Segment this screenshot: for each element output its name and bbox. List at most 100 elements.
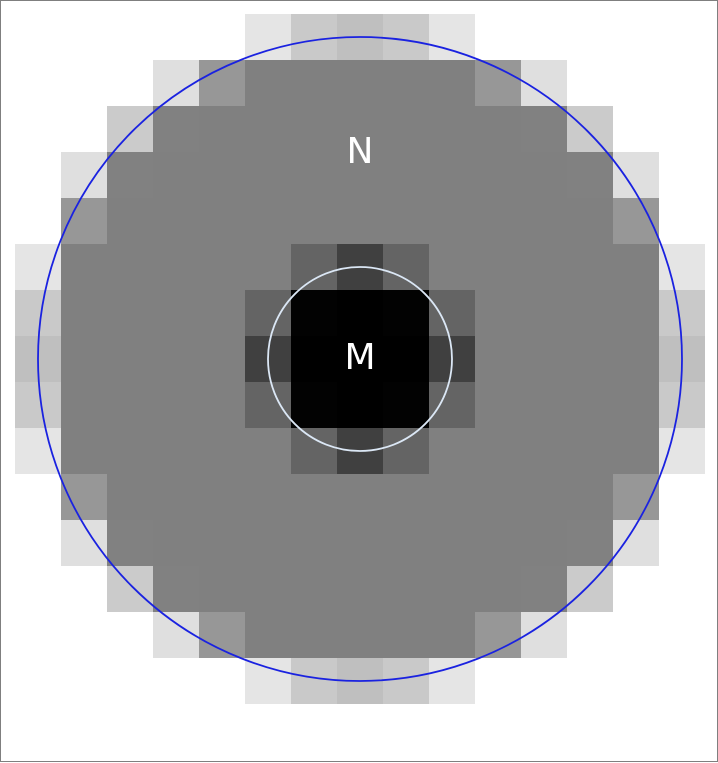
- pixel-cell: [245, 474, 291, 520]
- pixel-cell: [613, 290, 659, 336]
- pixel-cell: [475, 106, 521, 152]
- pixel-cell: [291, 244, 337, 290]
- pixel-cell: [475, 336, 521, 382]
- pixel-cell: [199, 198, 245, 244]
- pixel-cell: [291, 106, 337, 152]
- pixel-cell: [567, 566, 613, 612]
- pixel-cell: [567, 106, 613, 152]
- pixel-cell: [383, 658, 429, 704]
- pixel-cell: [521, 198, 567, 244]
- pixel-cell: [613, 152, 659, 198]
- pixel-cell: [613, 428, 659, 474]
- pixel-cell: [429, 290, 475, 336]
- pixel-cell: [199, 336, 245, 382]
- pixel-cell: [153, 382, 199, 428]
- pixel-cell: [153, 244, 199, 290]
- pixel-cell: [337, 290, 383, 336]
- pixel-cell: [107, 198, 153, 244]
- pixel-cell: [429, 382, 475, 428]
- pixel-cell: [199, 60, 245, 106]
- pixel-cell: [245, 290, 291, 336]
- pixel-cell: [383, 60, 429, 106]
- pixel-cell: [383, 382, 429, 428]
- pixel-cell: [153, 520, 199, 566]
- pixel-cell: [521, 106, 567, 152]
- pixel-cell: [383, 290, 429, 336]
- pixel-cell: [337, 106, 383, 152]
- pixel-cell: [383, 198, 429, 244]
- pixel-cell: [521, 520, 567, 566]
- pixel-cell: [153, 152, 199, 198]
- pixel-cell: [521, 474, 567, 520]
- pixel-cell: [291, 14, 337, 60]
- pixel-cell: [245, 152, 291, 198]
- pixel-cell: [521, 290, 567, 336]
- pixel-cell: [521, 336, 567, 382]
- pixel-cell: [245, 428, 291, 474]
- pixel-cell: [153, 612, 199, 658]
- pixel-cell: [153, 474, 199, 520]
- pixel-cell: [567, 198, 613, 244]
- pixel-cell: [429, 520, 475, 566]
- pixel-cell: [61, 382, 107, 428]
- pixel-cell: [613, 474, 659, 520]
- pixel-cell: [659, 382, 705, 428]
- pixel-cell: [153, 336, 199, 382]
- pixel-cell: [199, 428, 245, 474]
- pixel-cell: [429, 244, 475, 290]
- pixel-cell: [567, 244, 613, 290]
- pixel-cell: [475, 612, 521, 658]
- pixel-cell: [61, 428, 107, 474]
- pixel-cell: [475, 566, 521, 612]
- pixel-cell: [245, 244, 291, 290]
- pixel-cell: [567, 428, 613, 474]
- outer-circle: [37, 36, 683, 682]
- pixel-cell: [61, 520, 107, 566]
- pixel-cell: [429, 14, 475, 60]
- pixel-cell: [567, 290, 613, 336]
- pixel-cell: [475, 60, 521, 106]
- pixel-cell: [291, 658, 337, 704]
- pixel-cell: [245, 14, 291, 60]
- pixel-cell: [475, 520, 521, 566]
- pixel-cell: [337, 198, 383, 244]
- pixel-cell: [567, 336, 613, 382]
- pixel-cell: [475, 474, 521, 520]
- pixel-cell: [107, 428, 153, 474]
- pixel-cell: [107, 474, 153, 520]
- pixel-cell: [337, 612, 383, 658]
- pixel-cell: [429, 612, 475, 658]
- pixel-cell: [245, 566, 291, 612]
- pixel-cell: [383, 566, 429, 612]
- pixel-cell: [245, 60, 291, 106]
- pixel-cell: [291, 290, 337, 336]
- pixel-cell: [521, 612, 567, 658]
- pixel-cell: [199, 290, 245, 336]
- region-label-n: N: [346, 131, 374, 172]
- pixel-cell: [337, 382, 383, 428]
- pixel-cell: [291, 152, 337, 198]
- pixel-cell: [61, 244, 107, 290]
- pixel-cell: [61, 336, 107, 382]
- pixel-cell: [291, 336, 337, 382]
- pixel-cell: [613, 520, 659, 566]
- pixel-cell: [613, 198, 659, 244]
- pixel-cell: [245, 612, 291, 658]
- pixel-cell: [291, 60, 337, 106]
- region-label-m: M: [344, 337, 376, 378]
- pixel-cell: [429, 198, 475, 244]
- pixel-cell: [107, 244, 153, 290]
- pixel-cell: [567, 520, 613, 566]
- pixel-cell: [383, 152, 429, 198]
- pixel-cell: [337, 474, 383, 520]
- pixel-cell: [383, 474, 429, 520]
- pixel-cell: [429, 106, 475, 152]
- pixel-cell: [291, 474, 337, 520]
- pixel-cell: [291, 428, 337, 474]
- pixel-cell: [245, 520, 291, 566]
- pixel-cell: [521, 60, 567, 106]
- pixel-cell: [199, 612, 245, 658]
- pixel-cell: [199, 106, 245, 152]
- pixel-cell: [153, 106, 199, 152]
